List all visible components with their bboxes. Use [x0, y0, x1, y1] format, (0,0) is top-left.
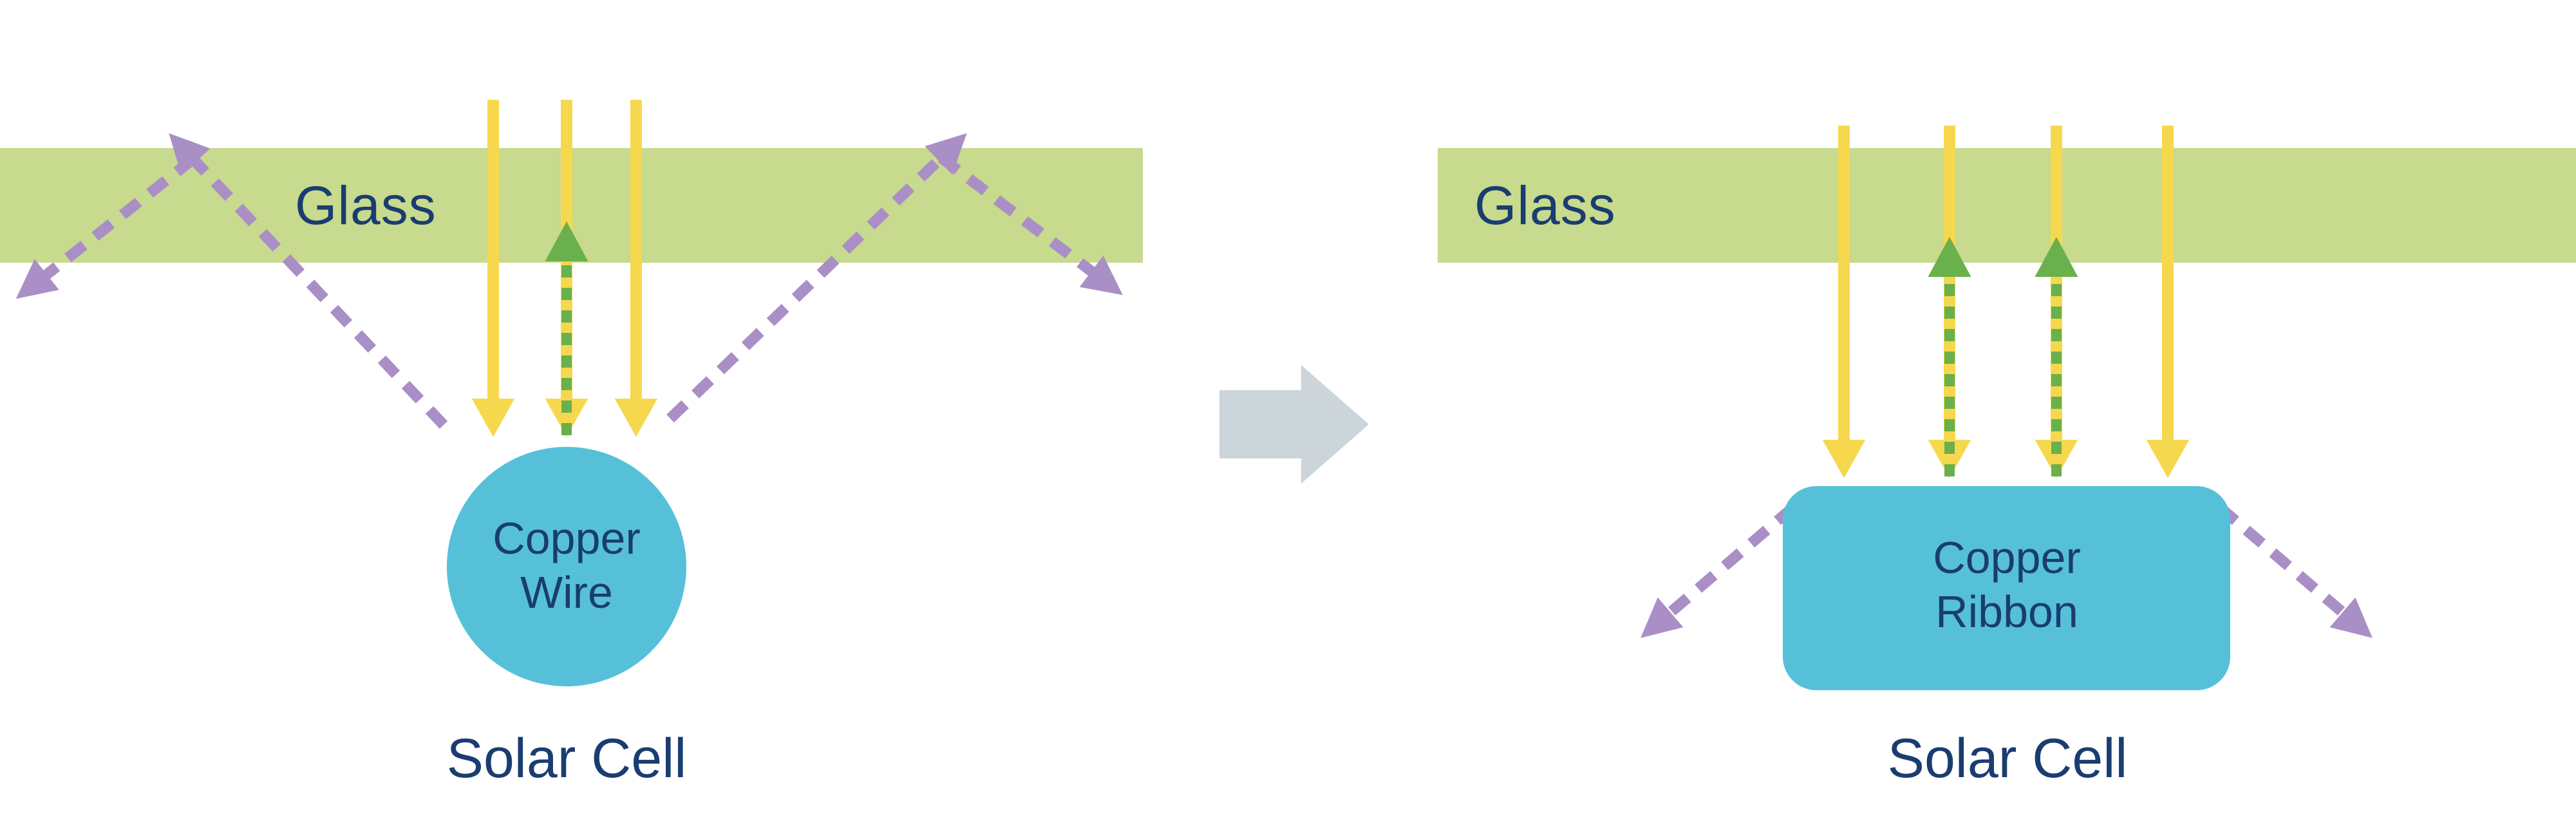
- scattered-light-arrow-out-left: [15, 155, 197, 299]
- scattered-light-arrow-right: [2216, 503, 2373, 638]
- copper-ribbon-label: Copper Ribbon: [1846, 531, 2168, 639]
- copper-ribbon-label-line2: Ribbon: [1935, 587, 2078, 637]
- copper-ribbon-shape: [1783, 486, 2230, 690]
- solar-cell-label-left: Solar Cell: [446, 728, 687, 789]
- scattered-light-arrow-up-right: [666, 133, 967, 423]
- copper-ribbon-label-line1: Copper: [1933, 532, 2081, 583]
- copper-wire-label-line2: Wire: [520, 567, 613, 617]
- scattered-light-arrow-up-left: [169, 133, 448, 429]
- copper-wire-label-line1: Copper: [493, 513, 641, 563]
- glass-label-right: Glass: [1474, 175, 1616, 236]
- transition-arrow: [1219, 365, 1369, 484]
- glass-label-left: Glass: [295, 175, 437, 236]
- solar-cell-label-right: Solar Cell: [1887, 728, 2128, 789]
- copper-wire-label: Copper Wire: [406, 511, 728, 619]
- scattered-light-arrow-left: [1641, 503, 1797, 638]
- glass-panel-right: [1438, 148, 2576, 263]
- copper-wire-shape: [447, 447, 686, 686]
